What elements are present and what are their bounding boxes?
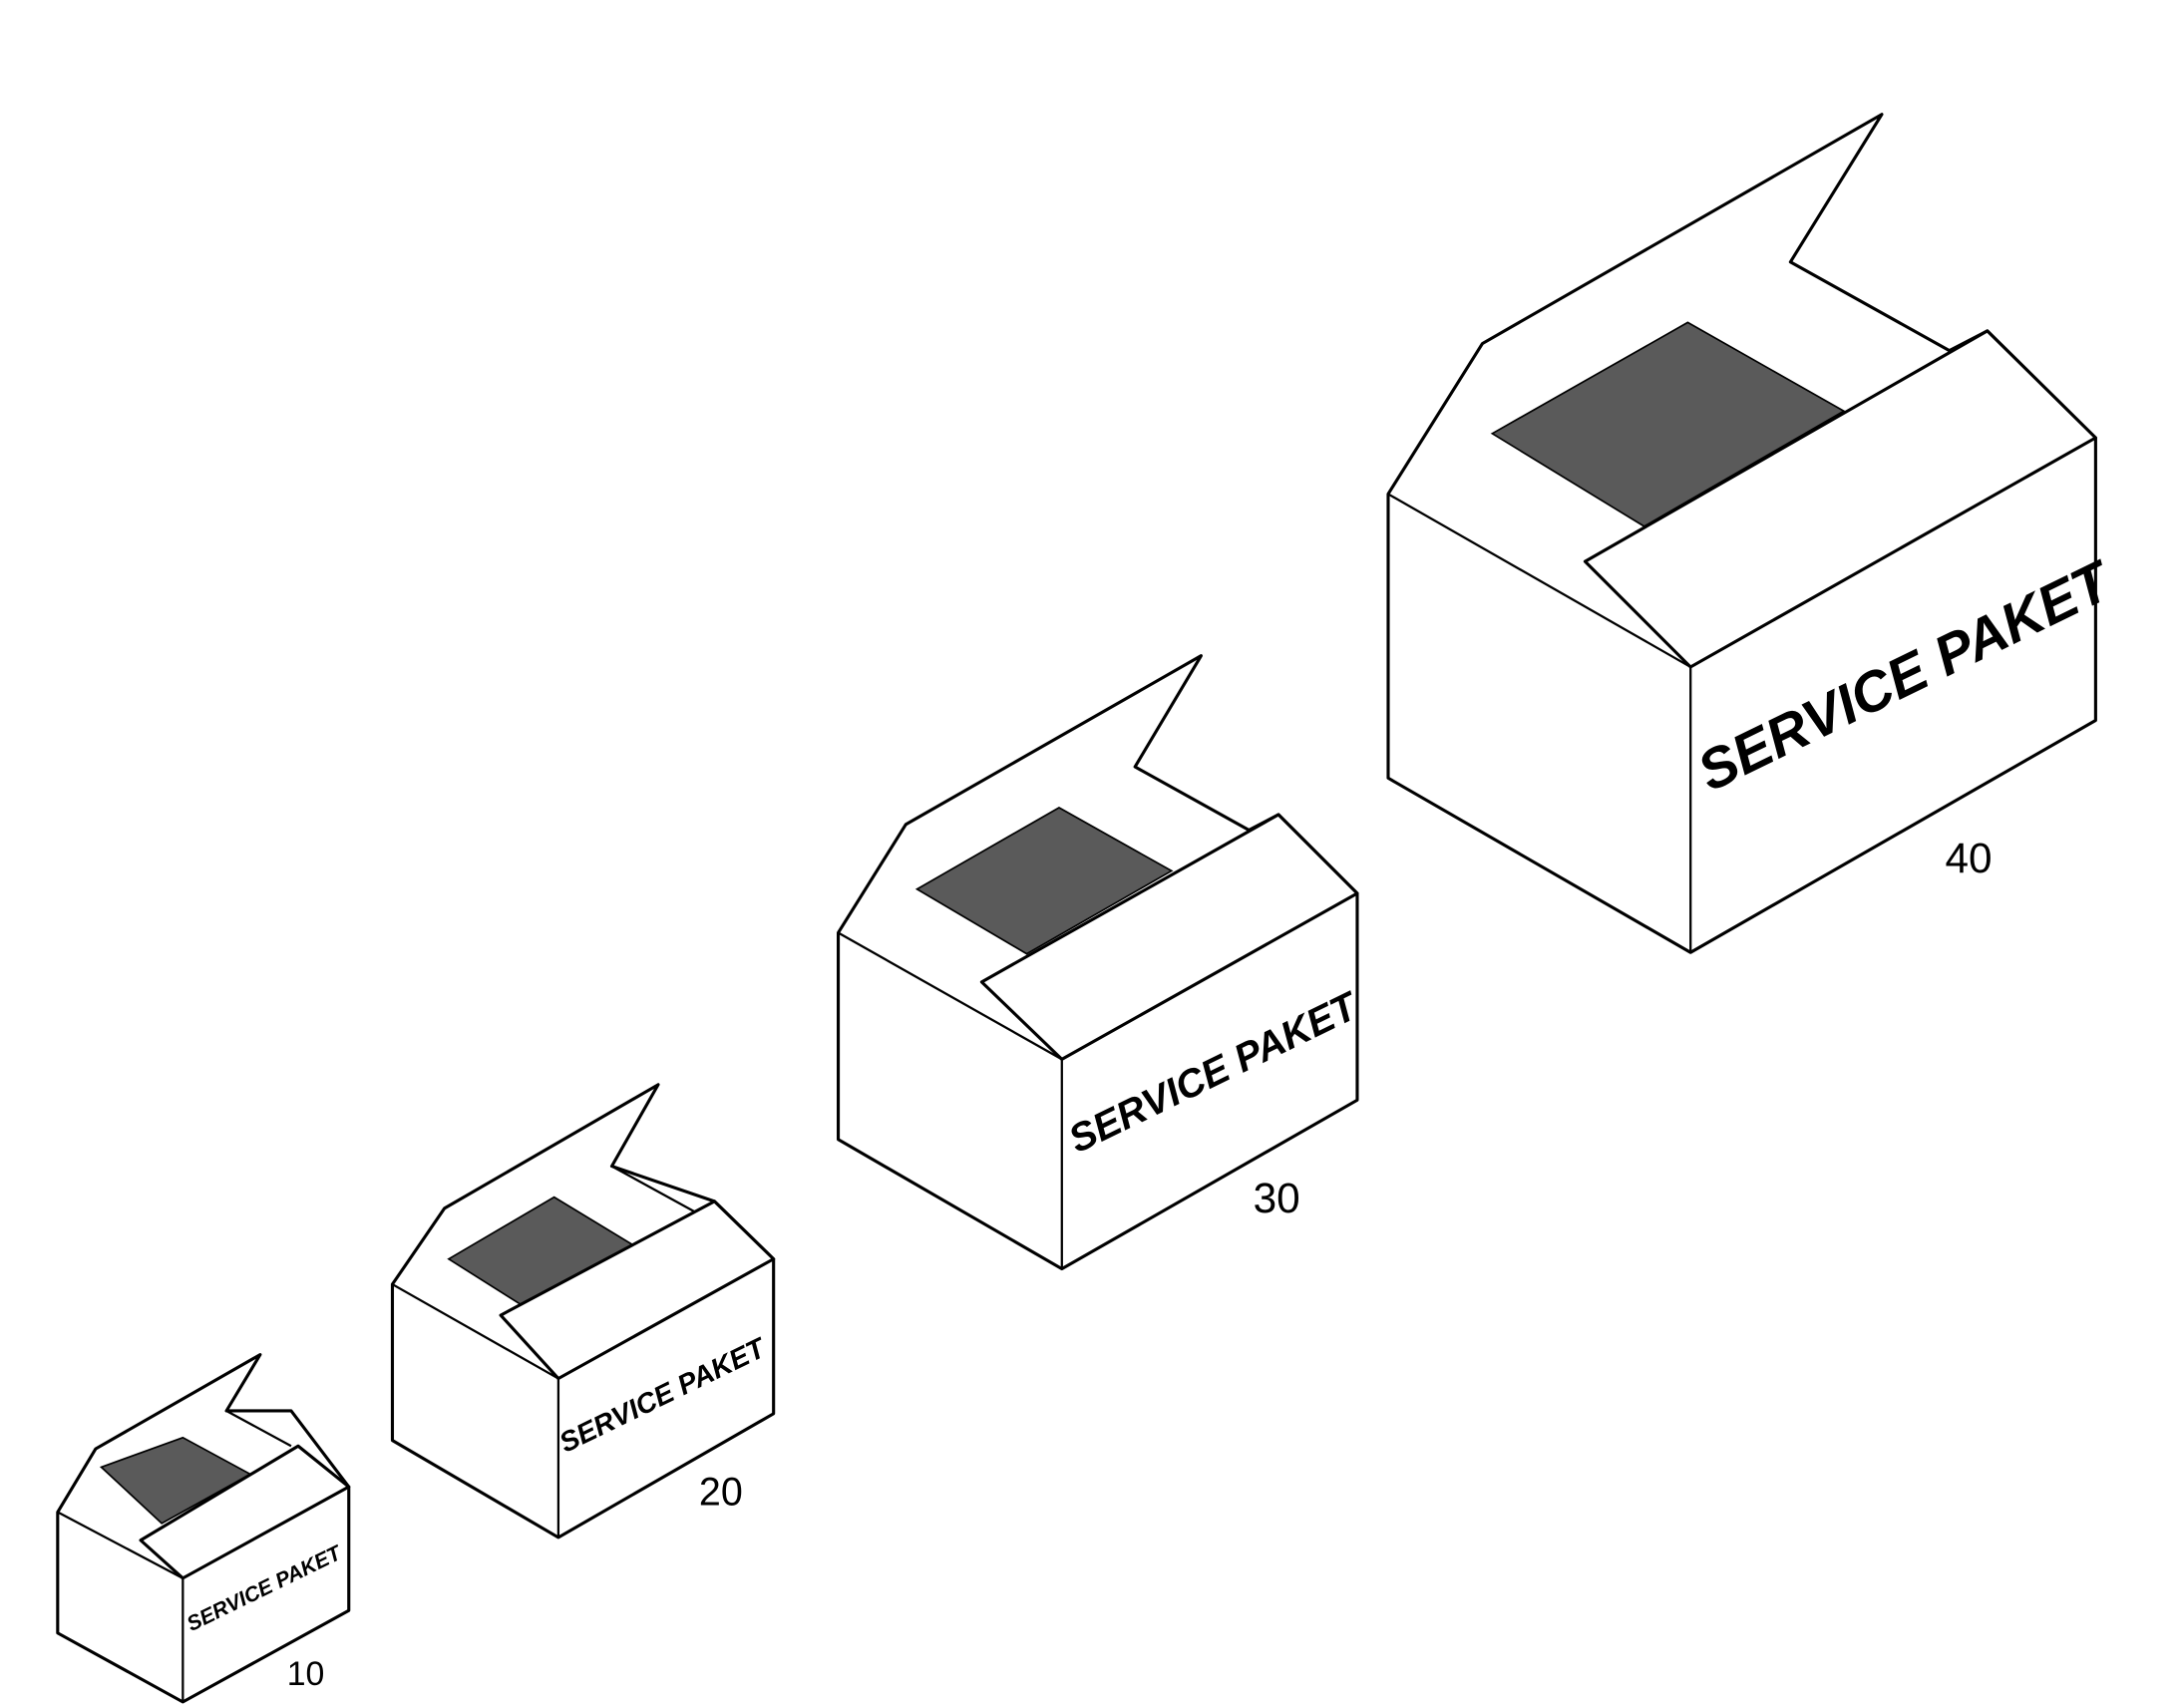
reference-number-40: 40 — [1945, 835, 1992, 881]
reference-number-30: 30 — [1254, 1175, 1300, 1221]
reference-number-20: 20 — [699, 1470, 743, 1514]
reference-number-10: 10 — [287, 1655, 325, 1693]
box-10: SERVICE PAKET 10 — [56, 1353, 351, 1704]
box-20: SERVICE PAKET 20 — [390, 1083, 776, 1539]
box-40: SERVICE PAKET 40 — [1386, 113, 2123, 954]
box-30: SERVICE PAKET 30 — [837, 654, 1366, 1271]
